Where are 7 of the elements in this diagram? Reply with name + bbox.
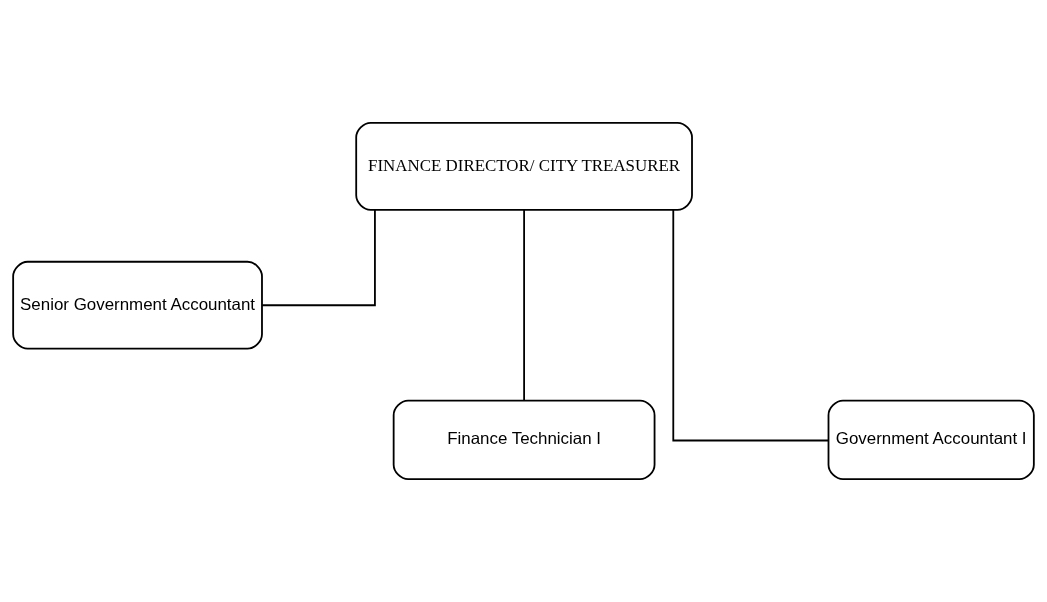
node-box: Government Accountant I — [827, 399, 1035, 481]
connector — [261, 209, 376, 307]
node-box: Finance Technician I — [392, 399, 656, 481]
connector — [523, 209, 525, 402]
node-box: FINANCE DIRECTOR/ CITY TREASURER — [355, 121, 693, 211]
connector — [672, 209, 830, 442]
node-box: Senior Government Accountant — [12, 260, 263, 350]
